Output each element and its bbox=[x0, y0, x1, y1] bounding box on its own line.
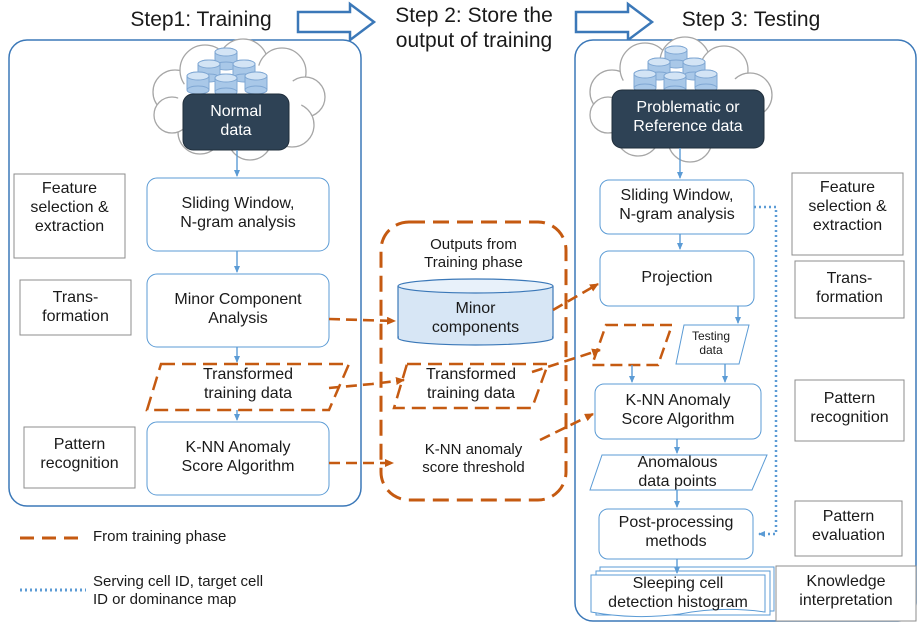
test-empty-dashed-box bbox=[590, 323, 674, 367]
stage-pattern-evaluation-label: Pattern evaluation bbox=[812, 508, 885, 544]
step-arrow-2 bbox=[574, 1, 655, 43]
dotted-connector bbox=[754, 205, 778, 537]
train-transformed-label: Transformed training data bbox=[202, 366, 294, 402]
minor-components-label: Minor components bbox=[431, 300, 520, 336]
stage-pattern-left-label: Pattern recognition bbox=[40, 436, 119, 472]
stage-pattern-left bbox=[23, 426, 136, 489]
step3-title: Step 3: Testing bbox=[681, 8, 821, 31]
threshold-label: K-NN anomaly score threshold bbox=[422, 441, 525, 476]
test-histogram-doc bbox=[590, 566, 775, 618]
stage-knowledge-label: Knowledge interpretation bbox=[799, 573, 893, 609]
step2-title: Step 2: Store the output of training bbox=[395, 4, 553, 52]
train-knn-box bbox=[146, 421, 330, 496]
orange-mca-to-minor bbox=[328, 316, 396, 325]
test-projection-box bbox=[599, 250, 755, 307]
stage-transformation-right bbox=[794, 260, 905, 319]
outputs-transformed-label: Transformed training data bbox=[425, 366, 517, 402]
test-testing-data-box bbox=[675, 324, 750, 365]
stage-feature-left bbox=[13, 173, 126, 259]
legend-dashed-label: From training phase bbox=[93, 528, 227, 545]
test-postproc-label: Post-processing methods bbox=[618, 514, 734, 550]
stage-pattern-recognition-right bbox=[794, 379, 905, 442]
train-mca-label: Minor Component Analysis bbox=[174, 291, 302, 327]
train-sliding-box bbox=[146, 177, 330, 252]
problematic-data-box bbox=[611, 89, 765, 149]
stage-transformation-left-label: Trans- formation bbox=[42, 289, 109, 325]
train-mca-box bbox=[146, 273, 330, 348]
stage-transformation-left bbox=[19, 279, 132, 336]
test-knn-box bbox=[594, 383, 762, 440]
outputs-transformed-box bbox=[392, 362, 550, 410]
train-knn-label: K-NN Anomaly Score Algorithm bbox=[181, 439, 295, 475]
test-postproc-box bbox=[598, 508, 754, 560]
stage-feature-left-label: Feature selection & extraction bbox=[30, 180, 109, 235]
minor-components-cylinder bbox=[397, 278, 554, 346]
test-anomalous-box bbox=[589, 454, 768, 491]
step1-title: Step1: Training bbox=[130, 8, 272, 31]
test-testing-data-label: Testing data bbox=[691, 329, 731, 358]
stage-transformation-right-label: Trans- formation bbox=[816, 270, 883, 306]
test-anomalous-label: Anomalous data points bbox=[637, 454, 718, 490]
stage-feature-right bbox=[791, 172, 904, 256]
train-sliding-label: Sliding Window, N-gram analysis bbox=[180, 195, 296, 231]
test-projection-label: Projection bbox=[641, 269, 713, 286]
problematic-data-label: Problematic or Reference data bbox=[633, 99, 743, 135]
legend-dotted-label: Serving cell ID, target cell ID or domin… bbox=[93, 573, 264, 608]
normal-data-label: Normal data bbox=[210, 103, 262, 139]
test-knn-label: K-NN Anomaly Score Algorithm bbox=[621, 392, 735, 428]
test-sliding-label: Sliding Window, N-gram analysis bbox=[619, 187, 735, 223]
stage-pattern-recognition-label: Pattern recognition bbox=[810, 390, 889, 426]
step-arrow-1 bbox=[296, 1, 377, 43]
train-transformed-box bbox=[145, 362, 351, 412]
stage-feature-right-label: Feature selection & extraction bbox=[808, 179, 887, 234]
orange-threshold-to-knn bbox=[539, 412, 594, 442]
orange-output-transformed-to-empty bbox=[531, 348, 601, 374]
normal-data-box bbox=[182, 93, 290, 151]
test-histogram-label: Sleeping cell detection histogram bbox=[608, 575, 748, 611]
orange-minor-to-projection bbox=[552, 282, 599, 312]
stage-knowledge-right bbox=[775, 565, 917, 622]
outputs-title: Outputs from Training phase bbox=[424, 236, 523, 271]
stage-pattern-evaluation-right bbox=[794, 500, 903, 557]
orange-transformed-to-output bbox=[328, 377, 405, 390]
